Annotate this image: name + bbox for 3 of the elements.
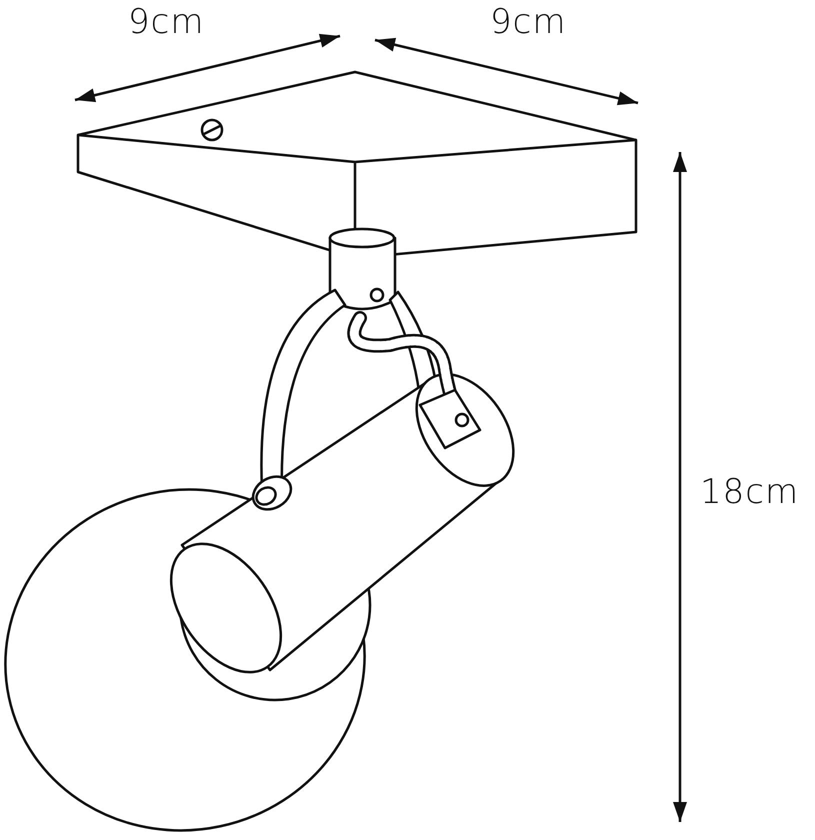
dimension-label: 9cm [490, 2, 566, 42]
dimension-label: 18cm [700, 472, 800, 512]
dimension-label: 9cm [128, 2, 204, 42]
